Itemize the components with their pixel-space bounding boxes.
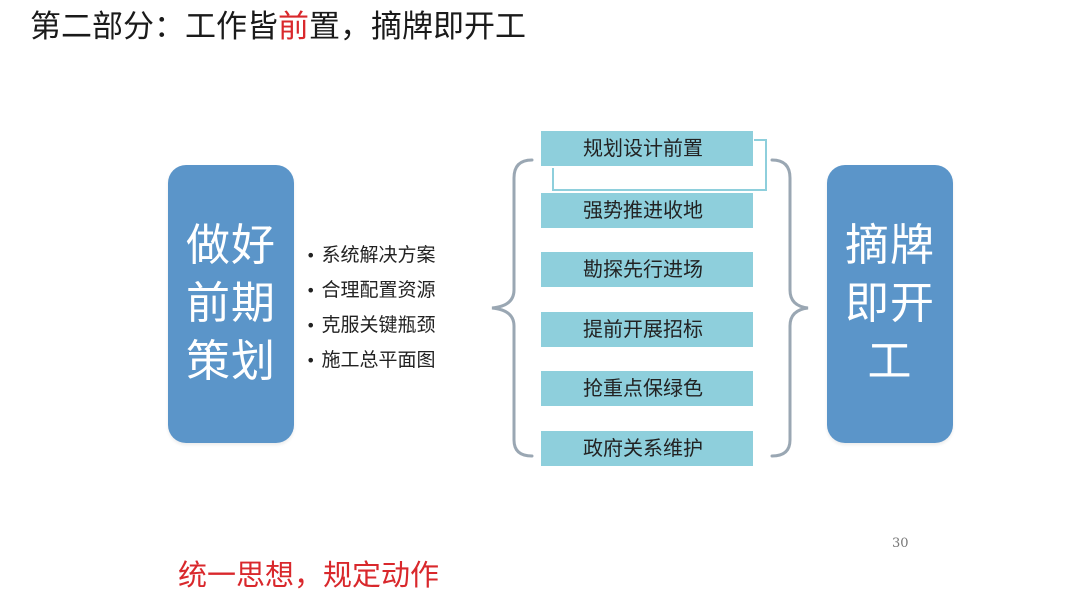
left-curly-bracket <box>491 158 534 458</box>
title-text-before: 第二部分：工作皆 <box>30 9 278 45</box>
item-bar: 政府关系维护 <box>541 431 753 466</box>
prep-planning-line: 策划 <box>186 336 276 387</box>
bullet-item: 系统解决方案 <box>306 238 435 273</box>
item-bar: 规划设计前置 <box>541 131 753 166</box>
delist-start-line: 即开 <box>845 278 935 329</box>
delist-start-line: 工 <box>867 336 913 387</box>
page-title: 第二部分：工作皆前置，摘牌即开工 <box>30 6 526 48</box>
planning-bullet-list: 系统解决方案 合理配置资源 克服关键瓶颈 施工总平面图 <box>306 238 435 378</box>
bullet-item: 克服关键瓶颈 <box>306 308 435 343</box>
title-highlight: 前 <box>278 9 309 45</box>
prep-planning-box: 做好 前期 策划 <box>168 165 294 443</box>
bullet-item: 施工总平面图 <box>306 343 435 378</box>
footer-slogan: 统一思想，规定动作 <box>178 558 440 592</box>
right-curly-bracket <box>770 158 809 458</box>
prep-planning-line: 前期 <box>186 278 276 329</box>
first-item-outline <box>552 139 767 191</box>
item-bar: 提前开展招标 <box>541 312 753 347</box>
bullet-item: 合理配置资源 <box>306 273 435 308</box>
delist-start-box: 摘牌 即开 工 <box>827 165 953 443</box>
title-text-after: 置，摘牌即开工 <box>309 9 526 45</box>
item-bar: 强势推进收地 <box>541 193 753 228</box>
page-number: 30 <box>892 536 909 551</box>
item-bar: 勘探先行进场 <box>541 252 753 287</box>
item-bar: 抢重点保绿色 <box>541 371 753 406</box>
delist-start-line: 摘牌 <box>845 220 935 271</box>
prep-planning-line: 做好 <box>186 220 276 271</box>
